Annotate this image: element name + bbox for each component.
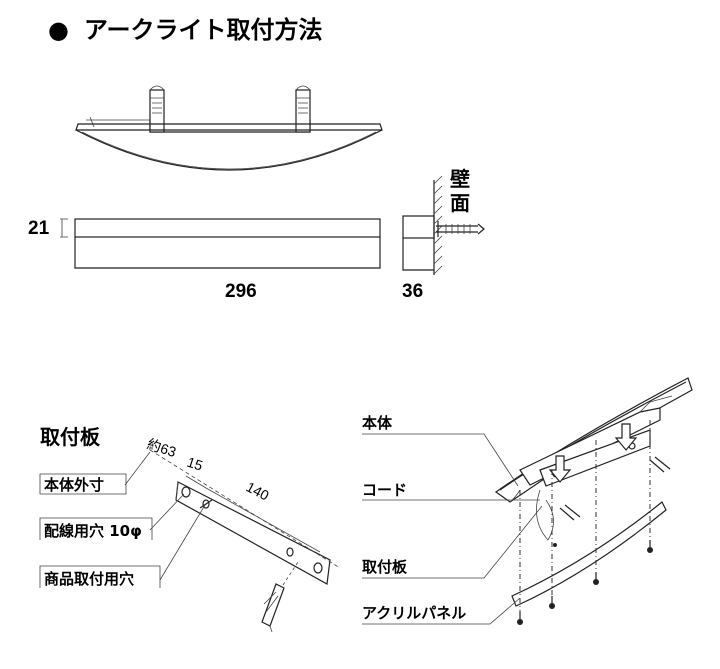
label-mount-hole-box: 商品取付用穴	[39, 565, 161, 588]
height-dimension: 21	[28, 218, 68, 239]
fixture-side-profile	[402, 175, 485, 275]
assembly-label-panel: アクリルパネル	[362, 604, 466, 622]
dimension-depth-label: 36	[402, 281, 423, 302]
assembly-drawing	[362, 377, 693, 625]
plate-heading: 取付板	[40, 425, 101, 449]
dimension-width-label: 296	[225, 281, 257, 302]
plate-dim-140: 140	[244, 479, 272, 504]
mounting-plate-drawing	[124, 449, 341, 633]
fixture-side-view	[75, 85, 383, 171]
wall-label-2: 面	[450, 191, 470, 215]
wall-label-1: 壁	[450, 167, 470, 191]
assembly-label-body: 本体	[362, 414, 393, 432]
plate-dim-outer: 約63	[145, 436, 178, 460]
plate-label-wiring-hole: 配線用穴 10φ	[44, 522, 142, 540]
assembly-label-plate: 取付板	[362, 558, 408, 576]
fixture-front-view	[74, 218, 381, 269]
label-outer-box: 本体外寸	[39, 473, 127, 495]
plate-dim-15: 15	[185, 454, 205, 474]
plate-label-outer: 本体外寸	[44, 476, 104, 494]
dimension-height-label: 21	[28, 218, 50, 239]
title-bullet: ●	[48, 16, 69, 44]
assembly-label-cord: コード	[362, 481, 407, 499]
page-title: アークライト取付方法	[84, 16, 323, 44]
plate-label-mount-hole: 商品取付用穴	[44, 570, 134, 588]
label-wiring-hole-box: 配線用穴 10φ	[39, 517, 153, 540]
